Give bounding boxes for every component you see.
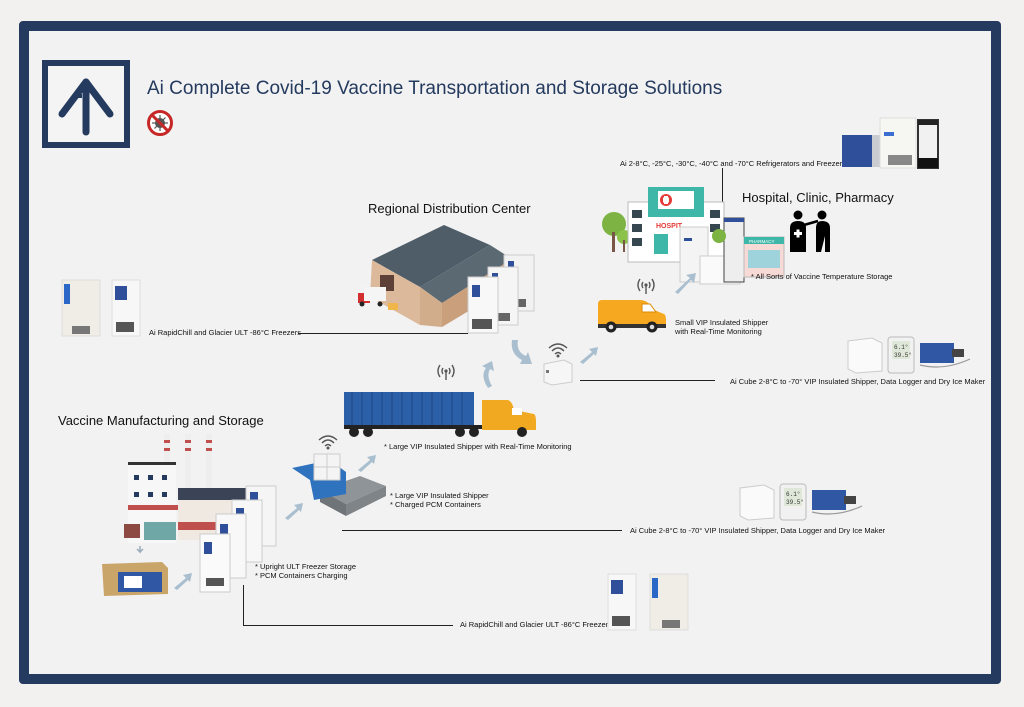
wireless-signal-icon — [548, 343, 568, 358]
manufacturing-heading: Vaccine Manufacturing and Storage — [58, 413, 264, 428]
hospital-caption: * All Sorts of Vaccine Temperature Stora… — [751, 272, 893, 281]
cube-lower-label: Ai Cube 2-8°C to -70° VIP Insulated Ship… — [630, 526, 886, 535]
flow-arrow-icon — [174, 573, 192, 590]
manufacturing-caption-1: * Upright ULT Freezer Storage — [255, 562, 357, 571]
truck-caption: * Large VIP Insulated Shipper with Real-… — [384, 442, 572, 451]
connector-line — [580, 380, 715, 381]
svg-text:39.5°: 39.5° — [786, 499, 804, 506]
pallet-shipper-image — [292, 453, 386, 516]
flow-arrow-icon — [358, 455, 376, 472]
svg-text:39.5°: 39.5° — [894, 352, 912, 359]
vaccine-factory-image — [124, 434, 277, 593]
svg-text:HOSPIT: HOSPIT — [656, 223, 683, 230]
svg-text:PHARMACY: PHARMACY — [749, 239, 775, 244]
svg-text:6.1°: 6.1° — [894, 344, 908, 351]
ai-cube-shipper-image — [543, 359, 573, 386]
wireless-signal-icon — [437, 364, 455, 380]
flow-arrow-icon — [511, 340, 532, 364]
fridges-label: Ai 2-8°C, -25°C, -30°C, -40°C and -70°C … — [620, 159, 846, 168]
vaccine-box-image — [102, 562, 168, 596]
hospital-clinic-pharmacy-image: HOSPIT PHARMACY — [602, 187, 785, 285]
svg-text:6.1°: 6.1° — [786, 491, 800, 498]
ult-freezers-left-image — [61, 279, 141, 337]
poster-frame — [19, 21, 1001, 684]
fridges-freezers-image — [842, 117, 939, 169]
wireless-signal-icon — [318, 435, 338, 450]
ult-freezers-bottom-image — [607, 573, 689, 631]
vaccination-icon — [790, 210, 830, 252]
arrow-up-logo-icon — [58, 78, 114, 136]
bottom-ult-label: Ai RapidChill and Glacier ULT -86°C Free… — [460, 620, 612, 629]
distribution-warehouse-image — [358, 225, 535, 334]
flow-arrow-icon — [285, 503, 303, 520]
hospital-heading: Hospital, Clinic, Pharmacy — [742, 190, 894, 205]
cube-upper-label: Ai Cube 2-8°C to -70° VIP Insulated Ship… — [730, 377, 986, 386]
flow-arrow-icon — [580, 347, 598, 364]
cube-logger-dryice-lower-image: 6.1° 39.5° — [739, 483, 863, 521]
manufacturing-caption-2: * PCM Containers Charging — [255, 571, 348, 580]
connector-line — [243, 625, 453, 626]
logo — [42, 60, 130, 148]
pallet-caption-1: * Large VIP Insulated Shipper — [390, 491, 489, 500]
connector-line — [342, 530, 622, 531]
pallet-caption-2: * Charged PCM Containers — [390, 500, 481, 509]
semi-truck-image — [344, 392, 536, 437]
no-covid-icon — [147, 110, 173, 136]
delivery-van-image — [598, 300, 666, 333]
connector-line — [298, 333, 468, 334]
page-title: Ai Complete Covid-19 Vaccine Transportat… — [147, 78, 723, 99]
left-ult-label: Ai RapidChill and Glacier ULT -86°C Free… — [149, 328, 301, 337]
flow-arrow-icon — [482, 361, 494, 388]
van-caption-1: Small VIP Insulated Shipper — [675, 318, 769, 327]
connector-line — [722, 168, 723, 210]
distribution-heading: Regional Distribution Center — [368, 201, 531, 216]
cube-logger-dryice-upper-image: 6.1° 39.5° — [847, 336, 971, 374]
van-caption-2: with Real-Time Monitoring — [675, 327, 762, 336]
connector-line — [243, 585, 244, 625]
flow-arrow-icon — [675, 273, 696, 294]
wireless-signal-icon — [637, 278, 655, 294]
